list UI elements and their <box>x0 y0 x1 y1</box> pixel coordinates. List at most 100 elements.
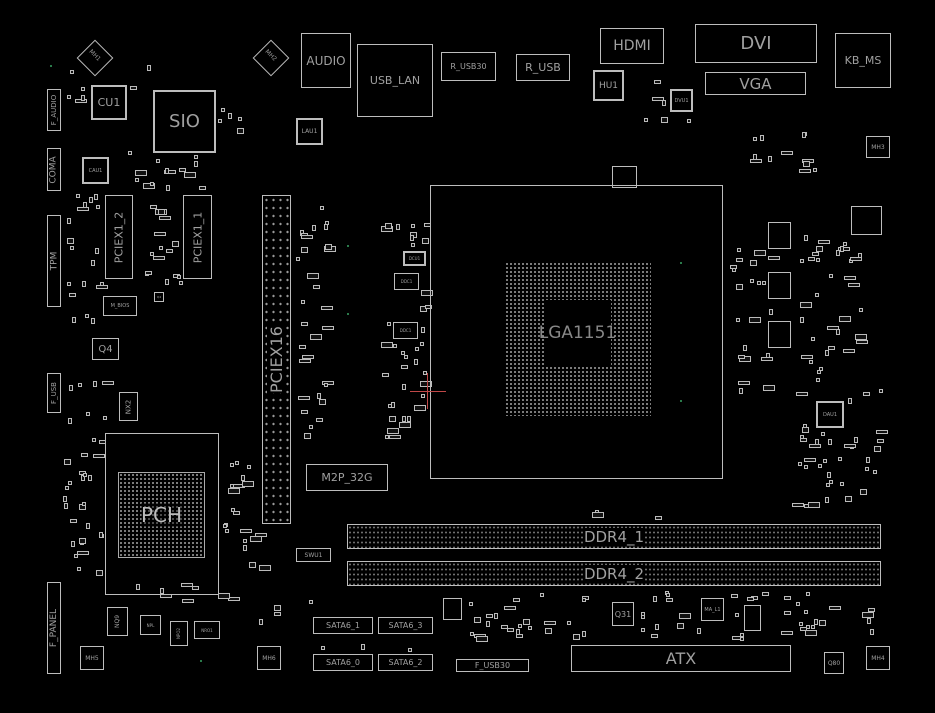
sata-port-3[interactable]: SATA6_3 <box>378 617 433 634</box>
smd-pad <box>101 381 114 386</box>
smd-pad <box>679 613 692 620</box>
smd-pad <box>301 246 309 253</box>
slot-pciex1-2[interactable]: PCIEX1_2 <box>105 195 133 279</box>
header-tpm[interactable]: TPM <box>47 215 61 307</box>
header-f-panel[interactable]: F_PANEL <box>47 582 61 674</box>
smd-pad <box>163 169 176 174</box>
vga-label: VGA <box>739 74 772 93</box>
slot-m2p-32g[interactable]: M2P_32G <box>306 464 388 491</box>
smd-pad <box>91 437 96 442</box>
slot-ddr4-2[interactable]: DDR4_2 <box>347 561 881 586</box>
smd-pad <box>803 234 808 241</box>
smd-pad <box>814 292 819 297</box>
smd-pad <box>85 522 90 529</box>
smd-pad <box>696 627 701 634</box>
connector-r-usb[interactable]: R_USB <box>516 54 570 81</box>
chip-cu1[interactable]: CU1 <box>91 85 127 120</box>
smd-pad <box>229 463 234 468</box>
smd-pad <box>740 633 745 638</box>
chip-npl[interactable]: NPL <box>140 615 161 635</box>
smd-pad <box>99 282 104 287</box>
sata-port-2[interactable]: SATA6_2 <box>378 654 433 671</box>
connector-kb-ms[interactable]: KB_MS <box>835 33 891 88</box>
chip-ddc1[interactable]: DDC1 <box>394 273 419 290</box>
smd-pad <box>544 621 557 626</box>
slot-pciex1-1[interactable]: PCIEX1_1 <box>183 195 212 279</box>
smd-pad <box>512 598 520 603</box>
smd-pad <box>732 267 737 272</box>
smd-pad <box>842 242 847 247</box>
chip-ma-l1[interactable]: MA_L1 <box>701 598 724 621</box>
smd-pad <box>768 255 781 260</box>
sata-port-0[interactable]: SATA6_0 <box>313 654 373 671</box>
smd-pad <box>315 418 323 423</box>
smd-pad <box>145 270 153 275</box>
header-f-audio[interactable]: F_AUDIO <box>47 89 61 131</box>
mounting-hole-mh6[interactable]: MH6 <box>257 646 281 670</box>
connector-vga[interactable]: VGA <box>705 72 806 95</box>
smd-pad <box>829 606 842 611</box>
chip-nq9[interactable]: NQ9 <box>107 607 128 636</box>
sata-port-1[interactable]: SATA6_1 <box>313 617 373 634</box>
smd-pad <box>385 434 390 439</box>
smd-pad <box>753 250 766 257</box>
pciex1-1-label: PCIEX1_1 <box>191 211 205 263</box>
chip-q31[interactable]: Q31 <box>612 602 634 626</box>
chip-dcu1[interactable]: DCU1 <box>403 251 426 266</box>
header-f-usb30[interactable]: F_USB30 <box>456 659 529 672</box>
connector-r-usb30[interactable]: R_USB30 <box>441 52 496 81</box>
chip-cau1[interactable]: CAU1 <box>82 157 109 184</box>
inductor <box>768 321 791 348</box>
mounting-hole-mh4[interactable]: MH4 <box>866 646 890 670</box>
smd-pad <box>854 437 859 444</box>
smd-pad <box>803 161 811 168</box>
smd-pad <box>69 292 77 297</box>
chip-sio[interactable]: SIO <box>153 90 216 153</box>
lga1151-label: LGA1151 <box>538 323 617 343</box>
connector-atx[interactable]: ATX <box>571 645 791 672</box>
mh4-label: MH4 <box>871 654 885 662</box>
slot-ddr4-1[interactable]: DDR4_1 <box>347 524 881 549</box>
smd-pad <box>876 429 889 434</box>
chip-nx2[interactable]: NX2 <box>119 392 138 421</box>
smd-pad <box>67 417 72 424</box>
chip-dvu1[interactable]: DVU1 <box>670 89 693 112</box>
smd-pad <box>421 289 434 296</box>
smd-pad <box>241 474 246 481</box>
header-coma[interactable]: COMA <box>47 148 61 191</box>
connector-usb-lan[interactable]: USB_LAN <box>357 44 433 117</box>
chip-npo2[interactable]: NPO2 <box>170 621 188 646</box>
chip-hu1[interactable]: HU1 <box>593 70 624 101</box>
smd-pad <box>398 421 411 428</box>
connector-hdmi[interactable]: HDMI <box>600 28 664 64</box>
cpu-socket-outline[interactable] <box>430 185 723 479</box>
smd-pad <box>816 370 821 375</box>
chip-nro1[interactable]: NRO1 <box>194 621 220 639</box>
chip-lau1[interactable]: LAU1 <box>296 118 323 145</box>
chip-q4-small[interactable]: Q4 <box>154 292 164 302</box>
slot-pciex16[interactable]: PCIEX16 <box>262 195 291 524</box>
chip-dau1[interactable]: DAU1 <box>816 401 844 428</box>
chip-ddc1-b[interactable]: DDC1 <box>393 322 418 339</box>
mounting-hole-mh5[interactable]: MH5 <box>80 646 104 670</box>
chip-swu1[interactable]: SWU1 <box>296 548 331 562</box>
chip-q4[interactable]: Q4 <box>92 338 119 360</box>
smd-pad <box>317 393 322 399</box>
chip-m-bios[interactable]: M_BIOS <box>103 296 137 316</box>
smd-pad <box>836 329 841 336</box>
chip-q80[interactable]: Q80 <box>824 652 844 674</box>
smd-pad <box>800 626 808 631</box>
mounting-hole-mh3[interactable]: MH3 <box>866 136 890 158</box>
smd-pad <box>310 333 323 340</box>
smd-pad <box>236 128 244 135</box>
smd-pad <box>493 612 498 619</box>
smd-pad <box>181 598 194 603</box>
connector-dvi[interactable]: DVI <box>695 24 817 63</box>
smd-pad <box>321 326 334 331</box>
header-f-usb[interactable]: F_USB <box>47 373 61 413</box>
mh6-label: MH6 <box>262 654 276 662</box>
chip-pch[interactable]: PCH <box>118 472 205 558</box>
smd-pad <box>86 411 91 416</box>
connector-audio[interactable]: AUDIO <box>301 33 351 88</box>
